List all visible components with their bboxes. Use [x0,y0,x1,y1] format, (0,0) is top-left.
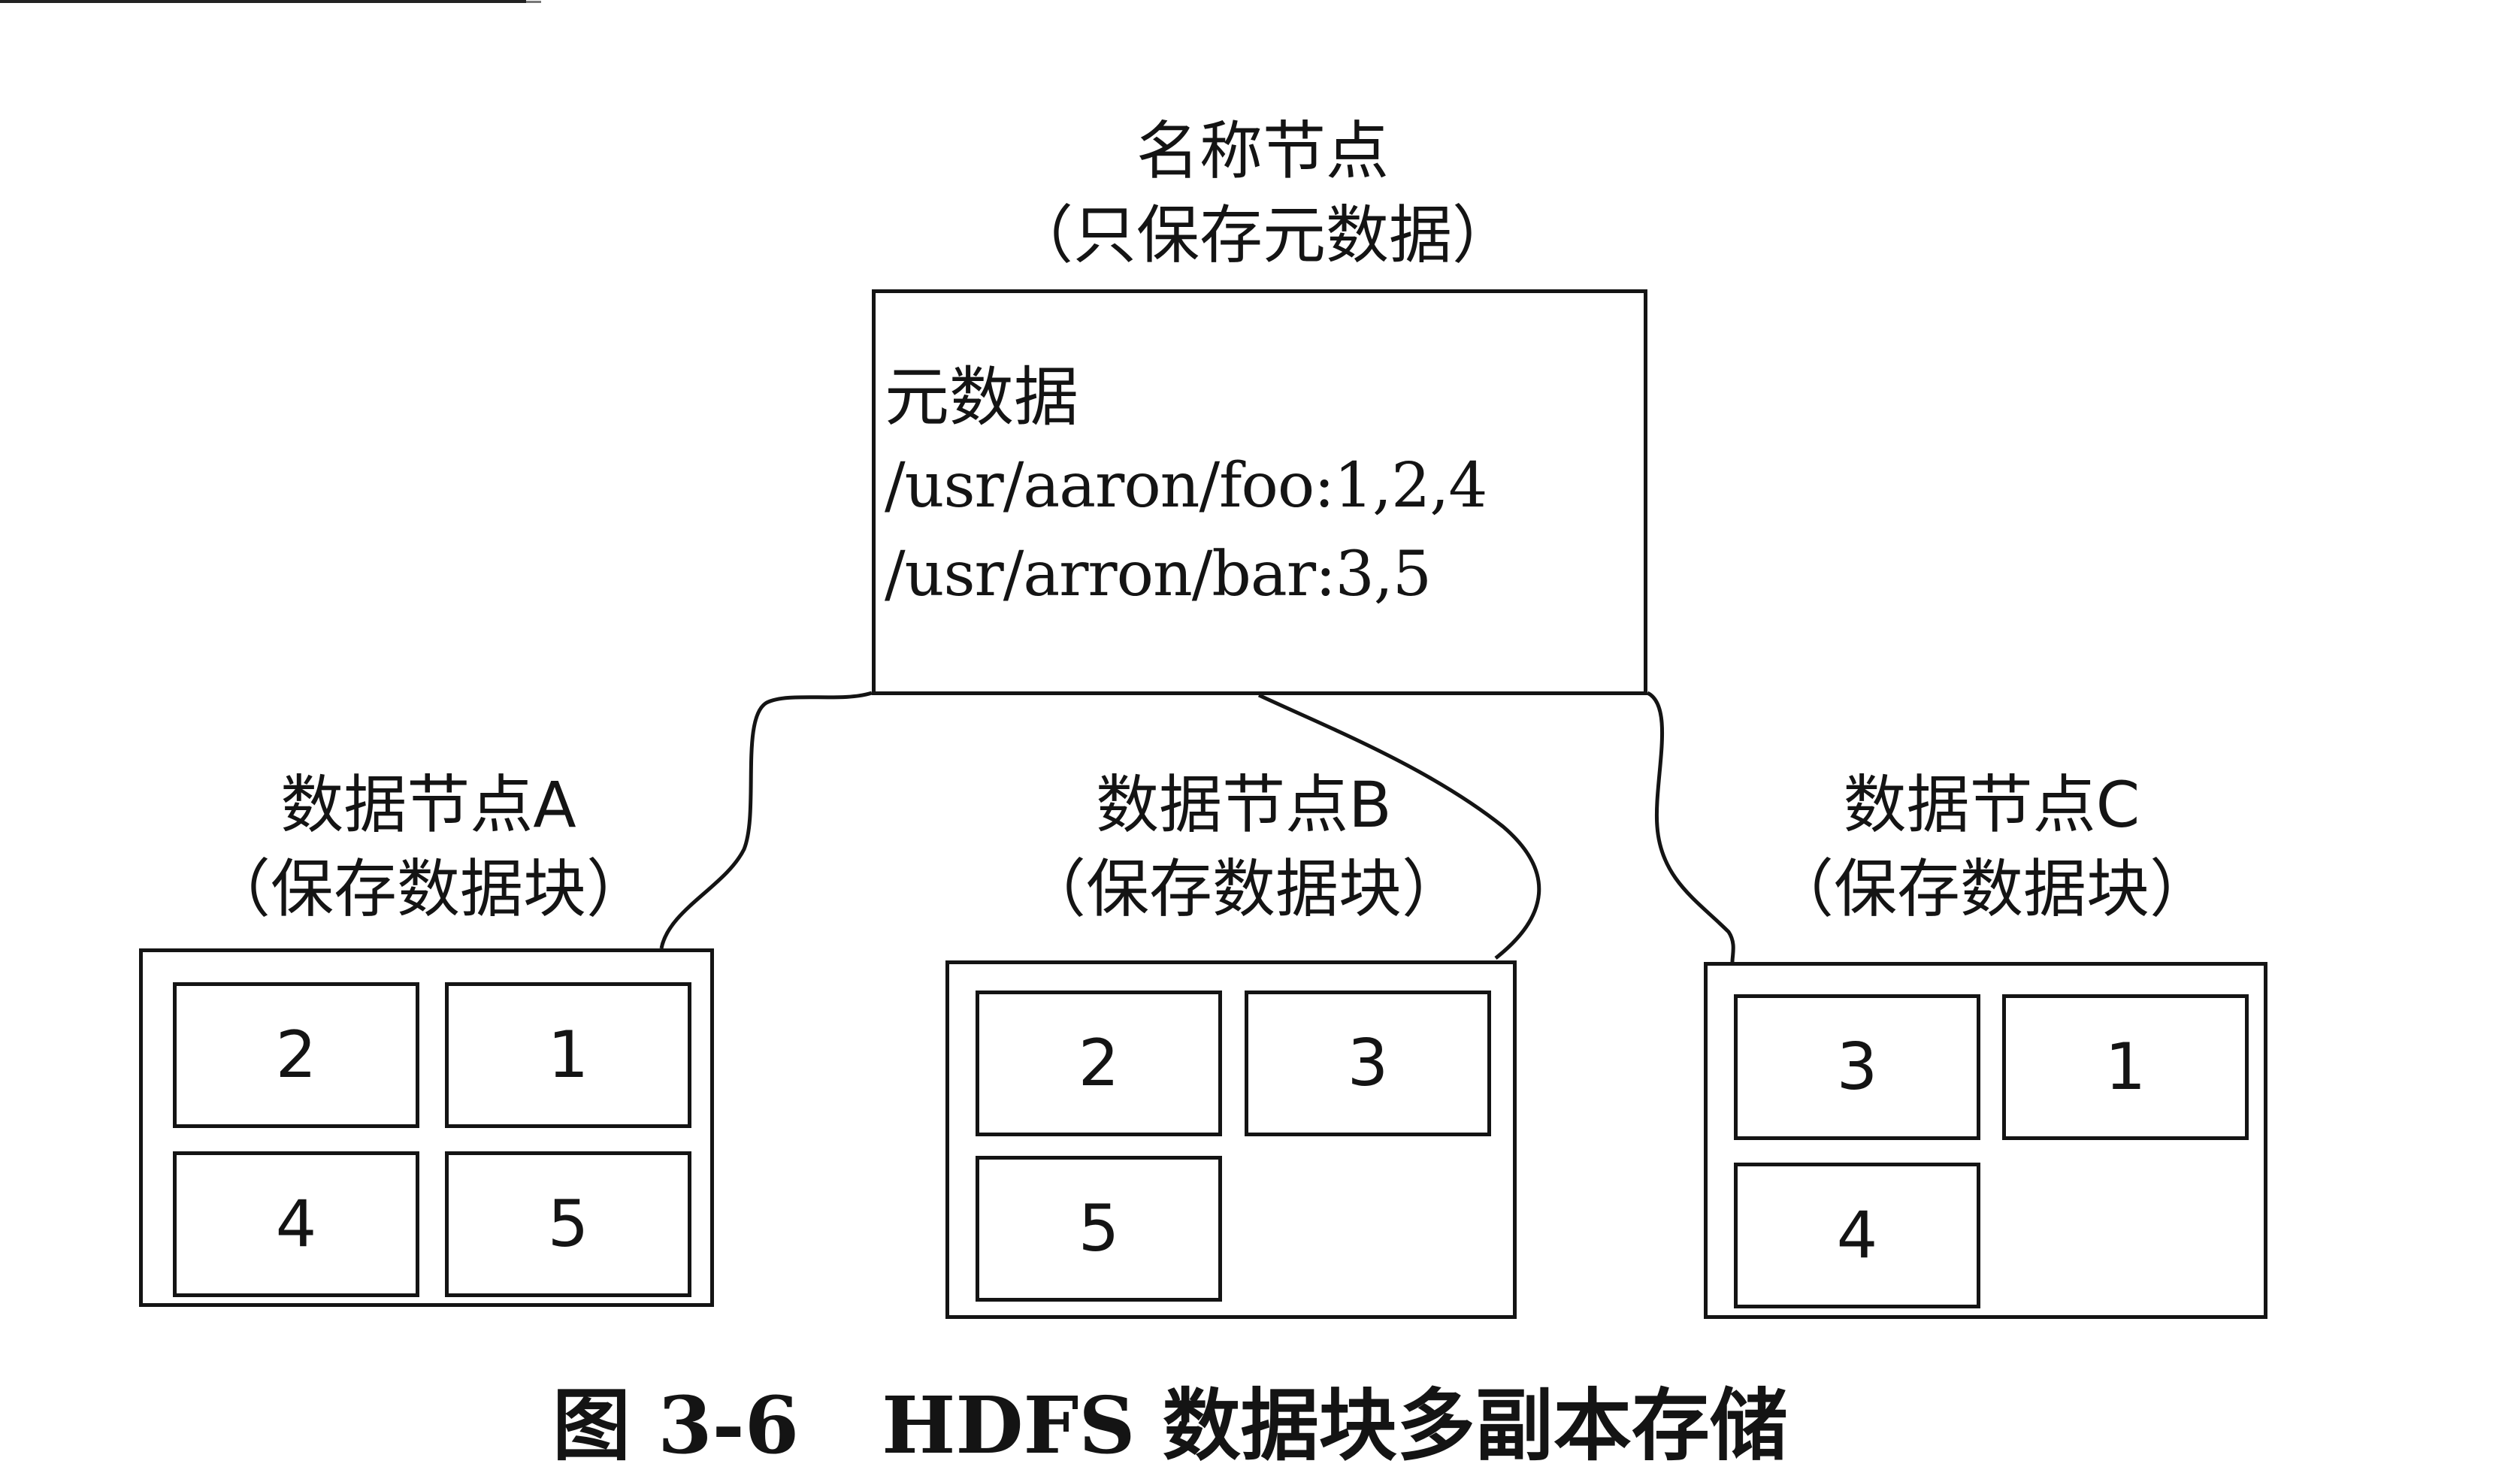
top-rule-tail [526,1,541,3]
name-node-heading: 名称节点 （只保存元数据） [962,109,1563,277]
figure-caption-text: HDFS 数据块多副本存储 [882,1379,1788,1471]
data-node-c-box: 3 1 4 [1704,962,2267,1319]
data-block: 4 [1734,1163,1980,1308]
data-block: 2 [976,991,1222,1136]
data-node-c-title: 数据节点C [1843,768,2140,842]
data-node-c-subtitle: （保存数据块） [1770,852,2213,926]
link-namenode-to-c [1646,691,1735,963]
data-block: 5 [445,1151,691,1297]
top-rule [0,0,526,3]
figure-caption: 图 3-6 HDFS 数据块多副本存储 [552,1377,1788,1474]
name-node-subtitle: （只保存元数据） [1009,198,1515,272]
data-node-b-subtitle: （保存数据块） [1022,852,1465,926]
data-node-b-title: 数据节点B [1096,768,1392,842]
data-block: 1 [445,982,691,1128]
data-node-b-box: 2 3 5 [945,960,1517,1319]
data-block: 4 [173,1151,419,1297]
link-namenode-to-b [1257,693,1541,960]
metadata-title: 元数据 [885,360,1078,435]
data-node-a-title: 数据节点A [280,768,576,842]
data-block: 3 [1245,991,1491,1136]
figure-number: 图 3-6 [552,1379,800,1471]
name-node-title: 名称节点 [1136,114,1389,188]
data-node-a-box: 2 1 4 5 [139,948,714,1307]
data-node-a-heading: 数据节点A （保存数据块） [150,763,706,931]
metadata-entry: /usr/arron/bar:3,5 [885,539,1432,610]
data-node-b-heading: 数据节点B （保存数据块） [966,763,1522,931]
data-node-c-heading: 数据节点C （保存数据块） [1729,763,2255,931]
data-node-a-subtitle: （保存数据块） [207,852,649,926]
data-block: 3 [1734,994,1980,1140]
metadata-entry: /usr/aaron/foo:1,2,4 [885,450,1487,522]
link-namenode-to-a [659,691,873,949]
data-block: 5 [976,1156,1222,1302]
data-block: 2 [173,982,419,1128]
name-node-box: 元数据 /usr/aaron/foo:1,2,4 /usr/arron/bar:… [872,289,1647,695]
data-block: 1 [2002,994,2249,1140]
